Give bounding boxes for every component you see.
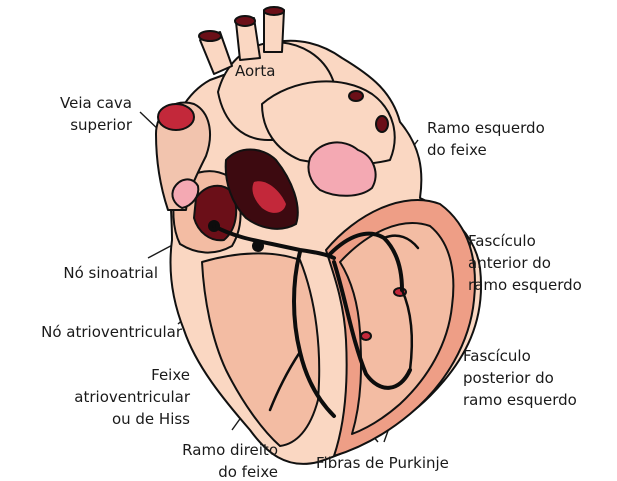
label-feixe-hiss-line-3: ou de Hiss [50,408,190,430]
papillary-red-2 [361,332,371,340]
label-fasciculo-posterior-line-3: ramo esquerdo [463,389,577,411]
label-fasciculo-anterior-line-1: Fascículo [468,230,582,252]
atrioventricular-node [254,242,262,250]
label-veia-cava: Veia cava superior [20,92,132,136]
label-fibras-purkinje-line-1: Fibras de Purkinje [316,452,449,474]
label-ramo-esquerdo-line-2: do feixe [427,139,545,161]
label-veia-cava-line-1: Veia cava [20,92,132,114]
label-ramo-direito-line-1: Ramo direito [140,439,278,461]
label-no-sinoatrial-line-1: Nó sinoatrial [20,262,158,284]
label-no-atrioventricular-line-1: Nó atrioventricular [10,321,182,343]
label-ramo-direito-line-2: do feixe [140,461,278,481]
label-fasciculo-anterior-line-2: anterior do [468,252,582,274]
label-veia-cava-line-2: superior [20,114,132,136]
label-aorta: Aorta [235,60,275,82]
label-ramo-esquerdo-line-1: Ramo esquerdo [427,117,545,139]
label-feixe-hiss-line-2: atrioventricular [50,386,190,408]
label-fibras-purkinje: Fibras de Purkinje [316,452,449,474]
label-feixe-hiss: Feixe atrioventricular ou de Hiss [50,364,190,430]
label-fasciculo-anterior-line-3: ramo esquerdo [468,274,582,296]
label-aorta-line-1: Aorta [235,60,275,82]
label-ramo-direito: Ramo direito do feixe [140,439,278,481]
right-ventricle-cavity [202,253,319,446]
pulmonary-vein-1 [349,91,363,101]
label-no-sinoatrial: Nó sinoatrial [20,262,158,284]
label-no-atrioventricular: Nó atrioventricular [10,321,182,343]
aorta-branch-2-opening [235,16,255,26]
label-fasciculo-anterior: Fascículo anterior do ramo esquerdo [468,230,582,296]
label-ramo-esquerdo: Ramo esquerdo do feixe [427,117,545,161]
aorta-branch-3-opening [264,7,284,15]
aorta-branch-3 [264,10,284,52]
label-feixe-hiss-line-1: Feixe [50,364,190,386]
label-fasciculo-posterior: Fascículo posterior do ramo esquerdo [463,345,577,411]
label-fasciculo-posterior-line-2: posterior do [463,367,577,389]
vena-cava-opening [158,104,194,130]
sinoatrial-node [210,222,218,230]
aorta-branch-1-opening [199,31,221,41]
label-fasciculo-posterior-line-1: Fascículo [463,345,577,367]
pulmonary-vein-2 [376,116,388,132]
